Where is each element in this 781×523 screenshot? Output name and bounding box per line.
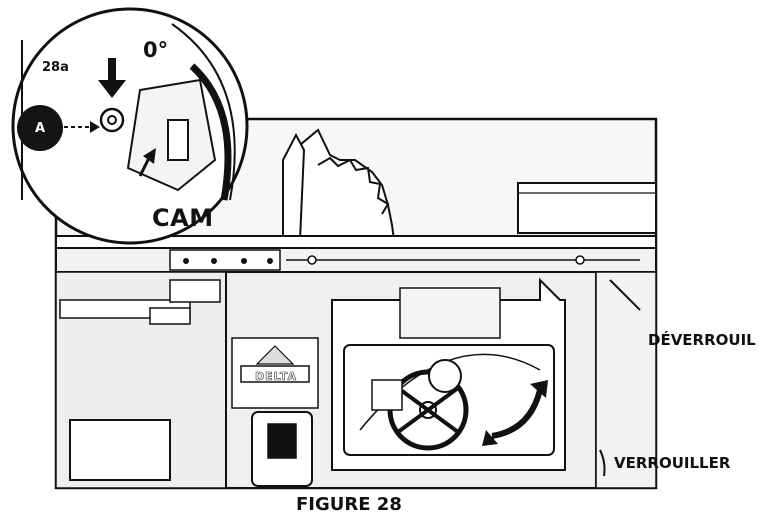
rip-fence — [517, 182, 657, 234]
wheel-knob — [428, 359, 462, 393]
bevel-arrow — [491, 389, 543, 439]
inset-reference-label: 28a — [42, 60, 69, 75]
saw-blade — [299, 128, 396, 241]
blade-teeth — [317, 156, 390, 215]
unlock-label: DÉVERROUIL — [648, 331, 756, 349]
angle-label: 0° — [143, 38, 169, 62]
lock-label: VERROUILLER — [614, 454, 731, 472]
callout-a-badge: A — [17, 105, 63, 151]
cam-label: CAM — [152, 204, 214, 232]
callout-a-label: A — [34, 120, 46, 136]
inset-circle — [11, 7, 249, 245]
delta-logo-text: DELTA — [255, 370, 297, 384]
figure-caption: FIGURE 28 — [296, 494, 402, 515]
warning-plate — [399, 287, 501, 339]
down-arrow — [98, 80, 126, 98]
